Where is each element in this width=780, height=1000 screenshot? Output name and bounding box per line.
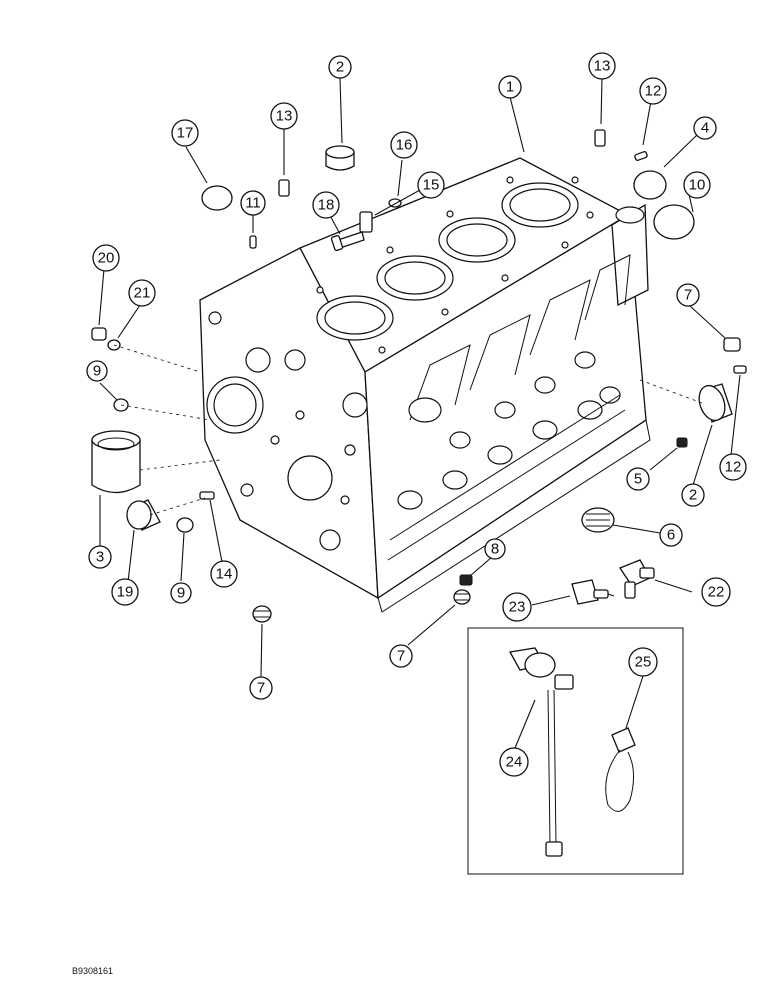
svg-text:7: 7: [397, 648, 405, 665]
callout-5: 5: [626, 467, 650, 491]
callout-12-top: 12: [639, 77, 667, 105]
svg-text:22: 22: [708, 584, 725, 601]
callout-14: 14: [210, 560, 238, 588]
svg-text:2: 2: [689, 487, 697, 504]
callout-23: 23: [502, 592, 532, 622]
svg-text:1: 1: [506, 79, 514, 96]
callout-4: 4: [693, 116, 717, 140]
svg-text:9: 9: [177, 585, 185, 602]
callout-21: 21: [128, 279, 156, 307]
detail-inset-box: [467, 627, 684, 875]
part-14-pin: [199, 491, 215, 500]
part-24-switch-with-lead: [508, 647, 574, 857]
svg-text:13: 13: [276, 108, 293, 125]
part-13-dowel-left: [278, 179, 290, 197]
part-7-plug-low: [252, 605, 272, 623]
callout-13-left: 13: [270, 102, 298, 130]
callout-11: 11: [240, 190, 266, 216]
callout-1: 1: [498, 75, 522, 99]
svg-text:15: 15: [423, 177, 440, 194]
part-7-plug-mid: [453, 589, 471, 605]
callout-24: 24: [499, 747, 529, 777]
callout-17: 17: [171, 119, 199, 147]
svg-text:11: 11: [245, 195, 261, 212]
part-15-sleeve: [359, 211, 373, 233]
svg-text:18: 18: [318, 197, 335, 214]
part-20-plug: [91, 327, 107, 341]
part-25-clamp: [605, 727, 636, 812]
callout-16: 16: [390, 131, 418, 159]
svg-text:8: 8: [491, 541, 499, 558]
callout-13-right: 13: [588, 52, 616, 80]
callout-10: 10: [683, 171, 711, 199]
svg-text:7: 7: [257, 680, 265, 697]
callout-9-lower: 9: [170, 582, 192, 604]
part-22-elbow-fitting: [619, 559, 655, 599]
svg-text:10: 10: [689, 177, 706, 194]
callout-7-right: 7: [676, 283, 700, 307]
part-23-sensor: [571, 579, 615, 605]
callout-20: 20: [92, 244, 120, 272]
svg-text:14: 14: [216, 566, 233, 583]
svg-text:19: 19: [117, 584, 134, 601]
part-2-plug-top: [325, 145, 355, 171]
part-12-pin-top: [634, 151, 648, 161]
callout-7-low: 7: [249, 676, 273, 700]
svg-text:25: 25: [635, 654, 652, 671]
part-4-plug: [633, 170, 667, 200]
callout-6: 6: [659, 523, 683, 547]
svg-text:20: 20: [98, 250, 115, 267]
svg-text:6: 6: [667, 527, 675, 544]
svg-text:24: 24: [506, 754, 523, 771]
callout-2-right: 2: [681, 483, 705, 507]
callout-12-right: 12: [719, 453, 747, 481]
callout-19: 19: [111, 578, 139, 606]
leader-lines: [98, 77, 741, 749]
cylinder-block: [199, 157, 651, 613]
part-7-plug-right: [723, 337, 741, 352]
svg-text:21: 21: [134, 285, 151, 302]
svg-text:5: 5: [634, 471, 642, 488]
part-19-cup: [126, 499, 161, 531]
figure-code: B9308161: [72, 966, 114, 976]
svg-text:7: 7: [684, 287, 692, 304]
callout-25: 25: [628, 647, 658, 677]
part-2-seal-right: [698, 383, 733, 423]
part-9-plug-lower: [176, 517, 194, 533]
svg-text:13: 13: [594, 58, 611, 75]
callout-3: 3: [88, 545, 112, 569]
part-3-seal-ring: [91, 430, 141, 494]
svg-text:12: 12: [725, 459, 742, 476]
part-12-pin-right: [733, 365, 747, 374]
svg-text:2: 2: [336, 59, 344, 76]
part-5-plug: [676, 437, 688, 448]
callout-9-left: 9: [86, 360, 108, 382]
part-17-plug: [201, 185, 233, 211]
part-6-fitting: [581, 507, 615, 533]
svg-text:9: 9: [93, 363, 101, 380]
callout-8: 8: [484, 538, 506, 560]
callout-7-mid: 7: [389, 644, 413, 668]
svg-text:4: 4: [701, 120, 709, 137]
callout-15: 15: [417, 171, 445, 199]
svg-text:3: 3: [96, 549, 104, 566]
callout-18: 18: [312, 191, 340, 219]
part-8-plug: [459, 574, 473, 586]
part-11-pin: [249, 235, 257, 249]
part-10-plug: [653, 204, 695, 240]
part-18-pin: [330, 231, 365, 252]
callout-2-top: 2: [328, 55, 352, 79]
part-13-dowel-right: [594, 129, 606, 147]
callout-22: 22: [701, 577, 731, 607]
svg-text:16: 16: [396, 137, 413, 154]
svg-text:12: 12: [645, 83, 662, 100]
svg-text:23: 23: [509, 599, 526, 616]
svg-text:17: 17: [177, 125, 194, 142]
